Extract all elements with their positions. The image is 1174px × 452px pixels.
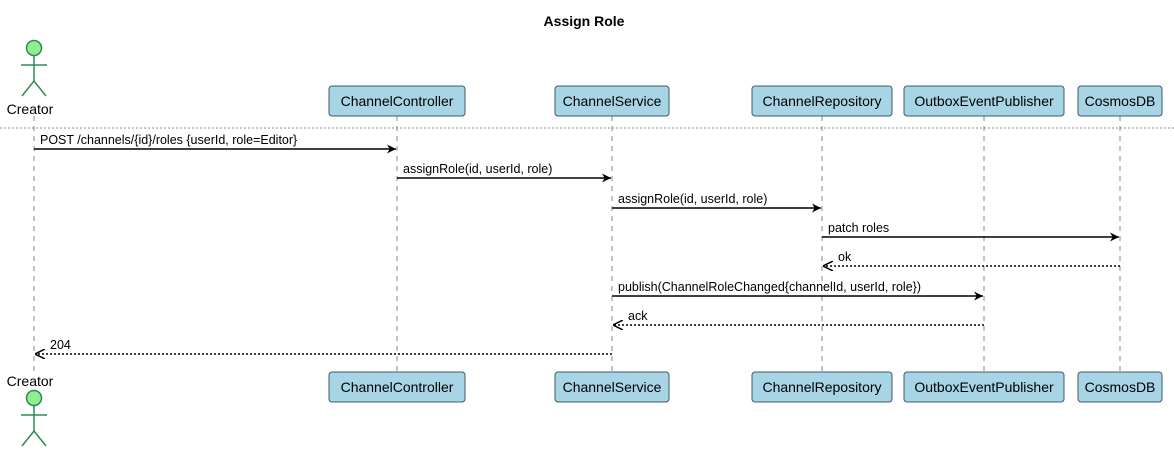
- diagram-title: Assign Role: [544, 13, 625, 29]
- participant-box: [328, 85, 466, 117]
- participant-publisher-bottom: OutboxEventPublisher: [903, 371, 1065, 403]
- message-label: assignRole(id, userId, role): [618, 192, 767, 206]
- participant-box: [903, 85, 1065, 117]
- actor-head: [25, 39, 43, 57]
- message-8: 204: [35, 338, 612, 354]
- actor-leg-left: [21, 80, 35, 97]
- actor-leg-right: [33, 430, 47, 447]
- participant-cosmos-top: CosmosDB: [1077, 85, 1163, 117]
- message-label: POST /channels/{id}/roles {userId, role=…: [40, 133, 297, 147]
- participant-box: [751, 371, 893, 403]
- actor-label-bottom: Creator: [7, 373, 54, 389]
- message-7: ack: [613, 309, 984, 325]
- participant-label: ChannelRepository: [762, 93, 881, 109]
- message-4: patch roles: [822, 221, 1119, 242]
- participants-bottom: Creator ChannelController ChannelService Ch…: [7, 371, 1163, 447]
- actor-figure: [21, 39, 47, 97]
- participant-label: ChannelRepository: [762, 379, 881, 395]
- participants-top: Creator ChannelController ChannelService Ch…: [7, 39, 1163, 117]
- participant-service-bottom: ChannelService: [554, 371, 670, 403]
- participant-box: [1077, 85, 1163, 117]
- message-label: assignRole(id, userId, role): [403, 162, 552, 176]
- message-label: publish(ChannelRoleChanged{channelId, us…: [618, 280, 921, 294]
- participant-label: OutboxEventPublisher: [914, 93, 1054, 109]
- actor-head: [25, 389, 43, 407]
- participant-box: [751, 85, 893, 117]
- participant-box: [1077, 371, 1163, 403]
- participant-cosmos-bottom: CosmosDB: [1077, 371, 1163, 403]
- participant-repository-top: ChannelRepository: [751, 85, 893, 117]
- message-6: publish(ChannelRoleChanged{channelId, us…: [612, 280, 983, 301]
- message-2: assignRole(id, userId, role): [397, 162, 611, 183]
- message-5: ok: [823, 250, 1120, 266]
- lifelines: [33, 116, 1121, 372]
- participant-box: [554, 85, 670, 117]
- message-1: POST /channels/{id}/roles {userId, role=…: [34, 133, 396, 154]
- participant-label: CosmosDB: [1085, 379, 1156, 395]
- participant-label: CosmosDB: [1085, 93, 1156, 109]
- participant-label: ChannelService: [563, 379, 662, 395]
- actor-figure: [21, 389, 47, 447]
- participant-publisher-top: OutboxEventPublisher: [903, 85, 1065, 117]
- participant-box: [328, 371, 466, 403]
- actor-label-top: Creator: [7, 101, 54, 117]
- participant-label: OutboxEventPublisher: [914, 379, 1054, 395]
- participant-label: ChannelController: [341, 379, 454, 395]
- participant-label: ChannelService: [563, 93, 662, 109]
- messages: POST /channels/{id}/roles {userId, role=…: [34, 133, 1120, 354]
- participant-box: [903, 371, 1065, 403]
- participant-controller-bottom: ChannelController: [328, 371, 466, 403]
- participant-label: ChannelController: [341, 93, 454, 109]
- message-3: assignRole(id, userId, role): [612, 192, 821, 213]
- actor-leg-left: [21, 430, 35, 447]
- participant-controller-top: ChannelController: [328, 85, 466, 117]
- message-label: 204: [50, 338, 71, 352]
- actor-leg-right: [33, 80, 47, 97]
- participant-service-top: ChannelService: [554, 85, 670, 117]
- message-label: patch roles: [828, 221, 889, 235]
- participant-repository-bottom: ChannelRepository: [751, 371, 893, 403]
- participant-box: [554, 371, 670, 403]
- message-label: ack: [628, 309, 648, 323]
- message-label: ok: [838, 250, 852, 264]
